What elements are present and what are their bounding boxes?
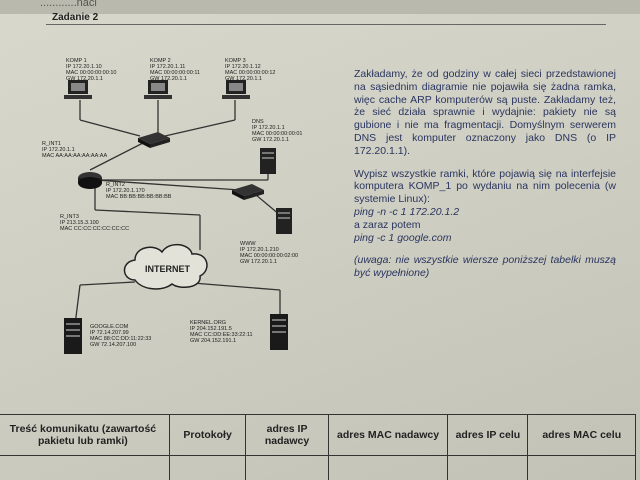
svg-text:MAC 00:00:00:00:01: MAC 00:00:00:00:01 <box>252 131 302 137</box>
col-header-target-mac: adres MAC celu <box>527 414 636 456</box>
komp2-icon <box>144 80 172 99</box>
svg-text:GW 172.20.1.1: GW 172.20.1.1 <box>66 76 103 82</box>
svg-text:R_INT3: R_INT3 <box>60 214 79 220</box>
svg-text:GOOGLE.COM: GOOGLE.COM <box>90 324 129 330</box>
svg-text:IP 172.20.1.170: IP 172.20.1.170 <box>106 188 145 194</box>
svg-text:KOMP 3: KOMP 3 <box>225 58 246 64</box>
svg-text:KOMP 2: KOMP 2 <box>150 58 171 64</box>
task-description: Zakładamy, że od godziny w całej sieci p… <box>354 68 616 290</box>
table-cell[interactable] <box>0 455 170 480</box>
svg-text:MAC 00:00:00:00:11: MAC 00:00:00:00:11 <box>150 70 200 76</box>
table-cell[interactable] <box>245 455 329 480</box>
col-header-protocols: Protokoły <box>168 414 247 456</box>
svg-text:MAC CC:CC:CC:CC:CC:CC: MAC CC:CC:CC:CC:CC:CC <box>60 226 129 232</box>
table-cell[interactable] <box>327 455 449 480</box>
assumptions-paragraph: Zakładamy, że od godziny w całej sieci p… <box>354 68 616 157</box>
col-header-sender-mac: adres MAC nadawcy <box>327 414 449 456</box>
svg-text:IP 172.20.1.1: IP 172.20.1.1 <box>252 125 285 131</box>
komp3-icon <box>222 80 250 99</box>
instruction-paragraph: Wypisz wszystkie ramki, które pojawią si… <box>354 168 616 245</box>
col-header-target-ip: adres IP celu <box>447 414 529 456</box>
svg-text:MAC 00:00:00:00:12: MAC 00:00:00:00:12 <box>225 70 275 76</box>
connector-text: a zaraz potem <box>354 218 421 231</box>
svg-text:IP 172.20.1.210: IP 172.20.1.210 <box>240 247 279 253</box>
internet-label: INTERNET <box>145 264 191 274</box>
table-cell[interactable] <box>447 455 529 480</box>
svg-text:IP 204.152.191.5: IP 204.152.191.5 <box>190 326 232 332</box>
ping-command-1: ping -n -c 1 172.20.1.2 <box>354 205 460 218</box>
kernel-server-icon <box>270 314 288 350</box>
table-cell[interactable] <box>527 455 636 480</box>
switch2-icon <box>232 184 264 200</box>
col-header-sender-ip: adres IP nadawcy <box>245 414 329 456</box>
task-title: Zadanie 2 <box>52 12 99 23</box>
svg-text:GW 172.20.1.1: GW 172.20.1.1 <box>240 259 277 265</box>
internet-cloud-icon: INTERNET <box>123 243 208 290</box>
r-int1-label: R_INT1 IP 172.20.1.1 MAC AA:AA:AA:AA:AA:… <box>42 141 107 159</box>
svg-text:IP 172.20.1.10: IP 172.20.1.10 <box>66 64 102 70</box>
www-server-icon <box>276 208 292 234</box>
svg-text:KOMP 1: KOMP 1 <box>66 58 87 64</box>
col-header-content: Treść komunikatu (zawartość pakietu lub … <box>0 414 170 456</box>
svg-text:MAC AA:AA:AA:AA:AA:AA: MAC AA:AA:AA:AA:AA:AA <box>42 153 107 159</box>
svg-text:MAC 88:CC:DD:11:22:33: MAC 88:CC:DD:11:22:33 <box>90 336 151 342</box>
svg-text:GW 172.20.1.1: GW 172.20.1.1 <box>150 76 187 82</box>
svg-text:GW 72.14.207.100: GW 72.14.207.100 <box>90 342 136 348</box>
table-cell[interactable] <box>168 455 247 480</box>
svg-text:GW 172.20.1.1: GW 172.20.1.1 <box>225 76 262 82</box>
dns-server-icon <box>260 148 276 174</box>
table-row <box>0 455 636 480</box>
svg-text:R_INT1: R_INT1 <box>42 141 61 147</box>
dns-label: DNS IP 172.20.1.1 MAC 00:00:00:00:01 GW … <box>252 119 302 143</box>
google-server-icon <box>64 318 82 354</box>
svg-text:IP 213.15.3.100: IP 213.15.3.100 <box>60 220 99 226</box>
svg-text:WWW: WWW <box>240 241 256 247</box>
svg-text:R_INT2: R_INT2 <box>106 182 125 188</box>
table-header-row: Treść komunikatu (zawartość pakietu lub … <box>0 414 636 456</box>
svg-text:IP 172.20.1.12: IP 172.20.1.12 <box>225 64 261 70</box>
komp1-icon <box>64 80 92 99</box>
svg-text:GW 204.152.191.1: GW 204.152.191.1 <box>190 338 236 344</box>
network-diagram: INTERNET KOMP 1 IP 172.20.1.10 MAC 00:00… <box>42 58 302 354</box>
switch-icon <box>138 132 170 148</box>
ping-command-2: ping -c 1 google.com <box>354 231 452 244</box>
router-icon <box>78 172 102 189</box>
frames-table: Treść komunikatu (zawartość pakietu lub … <box>0 414 636 480</box>
komp3-label: KOMP 3 IP 172.20.1.12 MAC 00:00:00:00:12… <box>225 58 275 82</box>
svg-text:GW 172.20.1.1: GW 172.20.1.1 <box>252 137 289 143</box>
header-rule <box>46 24 606 25</box>
svg-text:IP 172.20.1.11: IP 172.20.1.11 <box>150 64 185 70</box>
kernel-label: KERNEL.ORG IP 204.152.191.5 MAC CC:DD:EE… <box>190 320 253 344</box>
top-cropped-text: ............nacl <box>40 0 97 9</box>
svg-text:MAC CC:DD:EE:33:22:11: MAC CC:DD:EE:33:22:11 <box>190 332 253 338</box>
r-int2-label: R_INT2 IP 172.20.1.170 MAC BB:BB:BB:BB:B… <box>106 182 172 200</box>
svg-text:DNS: DNS <box>252 119 264 125</box>
r-int3-label: R_INT3 IP 213.15.3.100 MAC CC:CC:CC:CC:C… <box>60 214 129 232</box>
svg-text:IP 72.14.207.99: IP 72.14.207.99 <box>90 330 129 336</box>
svg-text:MAC 00:00:00:00:02:00: MAC 00:00:00:00:02:00 <box>240 253 298 259</box>
svg-text:IP 172.20.1.1: IP 172.20.1.1 <box>42 147 75 153</box>
www-label: WWW IP 172.20.1.210 MAC 00:00:00:00:02:0… <box>240 241 298 265</box>
table-note: (uwaga: nie wszystkie wiersze poniższej … <box>354 254 616 280</box>
svg-text:KERNEL.ORG: KERNEL.ORG <box>190 320 226 326</box>
komp1-label: KOMP 1 IP 172.20.1.10 MAC 00:00:00:00:10… <box>66 58 116 82</box>
previous-page-strip: ............nacl <box>0 0 640 14</box>
instruction-text: Wypisz wszystkie ramki, które pojawią si… <box>354 167 616 206</box>
svg-text:MAC BB:BB:BB:BB:BB:BB: MAC BB:BB:BB:BB:BB:BB <box>106 194 172 200</box>
svg-text:MAC 00:00:00:00:10: MAC 00:00:00:00:10 <box>66 70 116 76</box>
komp2-label: KOMP 2 IP 172.20.1.11 MAC 00:00:00:00:11… <box>150 58 200 82</box>
google-label: GOOGLE.COM IP 72.14.207.99 MAC 88:CC:DD:… <box>90 324 151 348</box>
